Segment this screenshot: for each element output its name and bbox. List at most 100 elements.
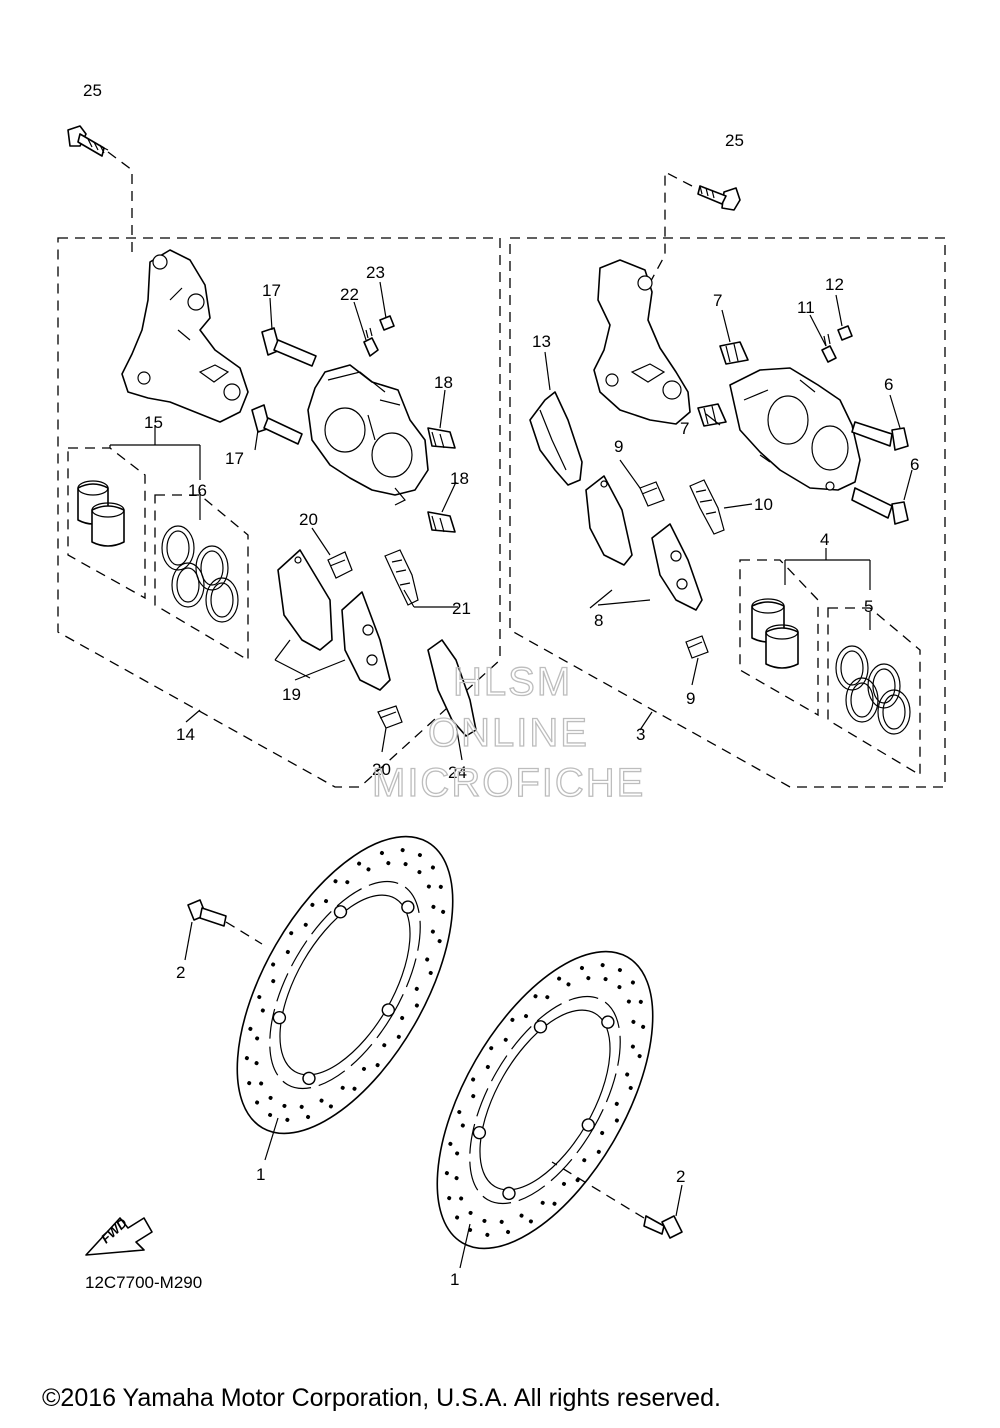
callout-24: 24 xyxy=(448,763,467,782)
disc-drill-hole xyxy=(457,1110,462,1115)
disc-drill-hole xyxy=(324,899,329,904)
right-pistons xyxy=(751,598,799,669)
left-caliper-assembly-box xyxy=(57,237,501,788)
callout-7-top: 7 xyxy=(713,291,722,310)
leader-lines xyxy=(109,281,913,1269)
figure-code: 12C7700-M290 xyxy=(85,1273,202,1292)
disc-drill-hole xyxy=(455,1151,460,1156)
disc-drill-hole xyxy=(303,922,308,927)
disc-drill-hole xyxy=(579,965,584,970)
disc-drill-hole xyxy=(510,1017,515,1022)
disc-drill-hole xyxy=(319,1098,324,1103)
callout-8: 8 xyxy=(594,611,603,630)
bolt-25-right xyxy=(645,170,741,291)
disc-drill-hole xyxy=(352,1086,357,1091)
callout-10: 10 xyxy=(754,495,773,514)
disc-mount-hole xyxy=(381,1003,396,1017)
disc-drill-hole xyxy=(519,1213,524,1218)
left-clip-20-top xyxy=(327,551,353,579)
disc-drill-hole xyxy=(447,1196,452,1201)
right-caliper-assembly-box xyxy=(509,237,946,788)
disc-drill-hole xyxy=(379,850,384,855)
callout-11: 11 xyxy=(797,298,815,317)
right-boot-7-top xyxy=(719,341,749,365)
callout-3: 3 xyxy=(636,725,645,744)
disc-drill-hole xyxy=(430,929,435,934)
callout-19: 19 xyxy=(282,685,301,704)
left-seal-kit-box xyxy=(154,494,249,662)
disc-drill-hole xyxy=(603,977,608,982)
disc-drill-hole xyxy=(310,902,315,907)
disc-drill-hole xyxy=(357,861,362,866)
disc-drill-hole xyxy=(582,1158,587,1163)
disc-drill-hole xyxy=(430,865,435,870)
callout-25-left: 25 xyxy=(83,81,102,100)
left-pad-spring-21 xyxy=(384,549,419,606)
callout-6-top: 6 xyxy=(884,375,893,394)
disc-drill-hole xyxy=(630,1044,635,1049)
brake-disc-right xyxy=(436,950,654,1250)
disc-bolt-2-right xyxy=(551,1161,683,1239)
right-boot-7-bottom xyxy=(697,403,727,427)
disc-mount-hole xyxy=(472,1125,487,1140)
left-pin-17-top xyxy=(261,327,317,367)
callout-9-bottom: 9 xyxy=(686,689,695,708)
disc-drill-hole xyxy=(503,1037,508,1042)
right-caliper-body xyxy=(729,367,861,491)
callout-23: 23 xyxy=(366,263,385,282)
right-seals xyxy=(835,645,911,735)
disc-drill-hole xyxy=(333,879,338,884)
disc-mount-hole xyxy=(272,1010,287,1025)
disc-drill-hole xyxy=(425,957,430,962)
disc-drill-hole xyxy=(289,931,294,936)
disc-drill-hole xyxy=(382,1043,387,1048)
disc-drill-hole xyxy=(459,1196,464,1201)
disc-drill-hole xyxy=(626,999,631,1004)
disc-drill-hole xyxy=(417,870,422,875)
left-clip-20-bottom xyxy=(377,705,403,729)
disc-drill-hole xyxy=(628,1085,633,1090)
disc-drill-hole xyxy=(328,1104,333,1109)
disc-drill-hole xyxy=(485,1065,490,1069)
disc-drill-hole xyxy=(575,1178,580,1183)
disc-drill-hole xyxy=(625,1072,630,1077)
watermark-line-3: MICROFICHE xyxy=(372,761,645,805)
callout-17-top: 17 xyxy=(262,281,281,300)
disc-drill-hole xyxy=(254,1061,259,1066)
brake-disc-left xyxy=(236,835,454,1135)
disc-drill-hole xyxy=(417,853,422,858)
watermark: HLSM ONLINE MICROFICHE xyxy=(371,659,645,805)
disc-drill-hole xyxy=(638,999,643,1004)
disc-drill-hole xyxy=(499,1219,504,1224)
disc-drill-hole xyxy=(271,962,276,967)
right-cap-12 xyxy=(837,325,853,341)
disc-drill-hole xyxy=(366,867,371,872)
callout-5: 5 xyxy=(864,597,873,616)
disc-drill-hole xyxy=(361,1066,366,1071)
callout-20-bottom: 20 xyxy=(372,760,391,779)
disc-drill-hole xyxy=(600,1131,605,1135)
disc-drill-hole xyxy=(271,979,276,984)
disc-drill-hole xyxy=(403,862,408,867)
right-pin-6-top xyxy=(851,421,909,451)
disc-mount-hole xyxy=(533,1020,548,1034)
disc-drill-hole xyxy=(533,994,538,999)
disc-drill-hole xyxy=(248,1026,253,1031)
disc-drill-hole xyxy=(431,904,436,909)
callout-18-top: 18 xyxy=(434,373,453,392)
disc-drill-hole xyxy=(471,1094,476,1099)
callout-2-left: 2 xyxy=(176,963,185,982)
disc-drill-hole xyxy=(268,1112,273,1117)
right-clip-9-bottom xyxy=(685,635,709,659)
copyright-notice: ©2016 Yamaha Motor Corporation, U.S.A. A… xyxy=(42,1384,721,1412)
disc-drill-hole xyxy=(631,1019,636,1024)
disc-drill-hole xyxy=(375,1063,380,1068)
callout-4: 4 xyxy=(820,530,829,549)
disc-drill-hole xyxy=(471,1077,476,1082)
watermark-line-1: HLSM xyxy=(453,660,572,704)
disc-drill-hole xyxy=(255,1100,260,1105)
right-shim-13 xyxy=(529,391,583,486)
disc-drill-hole xyxy=(255,1036,260,1041)
